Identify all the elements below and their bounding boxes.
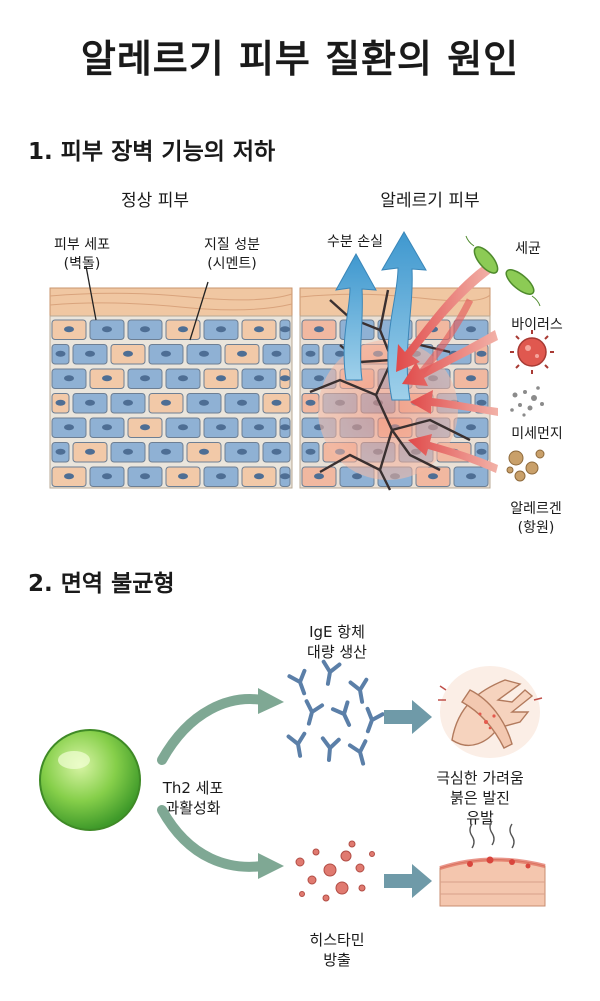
- ige-antibodies: [289, 662, 383, 766]
- cell-nucleus: [254, 473, 264, 479]
- cell-nucleus: [178, 326, 188, 332]
- arrow-to-itch: [384, 700, 432, 734]
- cell-nucleus: [280, 375, 290, 381]
- allergic-skin-illustration: [300, 232, 498, 490]
- cell-nucleus: [178, 375, 188, 381]
- curved-arrow-histamine: [162, 810, 262, 867]
- cell-nucleus: [140, 424, 150, 430]
- cell-nucleus: [237, 449, 247, 455]
- normal-skin-bricks: [52, 320, 290, 487]
- cell-nucleus: [272, 400, 282, 406]
- cell-nucleus: [161, 449, 171, 455]
- cell-nucleus: [466, 424, 476, 430]
- cell-nucleus: [199, 351, 209, 357]
- cell-nucleus: [85, 449, 95, 455]
- cell-nucleus: [280, 326, 290, 332]
- cell-nucleus: [161, 351, 171, 357]
- cell-nucleus: [254, 375, 264, 381]
- rash-skin-icon: [440, 821, 545, 906]
- cell-nucleus: [272, 449, 282, 455]
- cell-nucleus: [102, 473, 112, 479]
- cell-nucleus: [306, 351, 316, 357]
- cell-nucleus: [64, 375, 74, 381]
- cell-nucleus: [237, 351, 247, 357]
- cell-nucleus: [335, 351, 345, 357]
- cell-nucleus: [314, 473, 324, 479]
- cell-nucleus: [477, 449, 487, 455]
- th2-cell-icon: [40, 730, 140, 830]
- cell-nucleus: [280, 473, 290, 479]
- scratching-hands-icon: [438, 666, 542, 758]
- cell-nucleus: [64, 473, 74, 479]
- cell-nucleus: [477, 351, 487, 357]
- cell-nucleus: [272, 351, 282, 357]
- histamine-icon: [296, 841, 375, 901]
- cell-nucleus: [466, 326, 476, 332]
- cell-nucleus: [466, 375, 476, 381]
- cell-nucleus: [56, 351, 66, 357]
- cell-nucleus: [140, 375, 150, 381]
- antibody-icon: [351, 680, 370, 703]
- cell-nucleus: [140, 473, 150, 479]
- cell-nucleus: [466, 473, 476, 479]
- antibody-icon: [320, 662, 339, 685]
- cell-nucleus: [306, 400, 316, 406]
- cell-nucleus: [237, 400, 247, 406]
- antibody-icon: [333, 702, 356, 728]
- arrow-to-rash: [384, 864, 432, 898]
- dust-icon: [510, 386, 544, 416]
- cell-nucleus: [477, 400, 487, 406]
- cell-nucleus: [140, 326, 150, 332]
- antibody-icon: [289, 734, 308, 757]
- antibody-icon: [321, 738, 339, 760]
- cell-nucleus: [123, 351, 133, 357]
- cell-nucleus: [102, 375, 112, 381]
- cell-nucleus: [199, 449, 209, 455]
- curved-arrowhead-ige: [258, 688, 284, 714]
- cell-nucleus: [216, 424, 226, 430]
- cell-nucleus: [56, 449, 66, 455]
- antibody-icon: [350, 741, 371, 765]
- virus-icon: [510, 330, 554, 374]
- cell-nucleus: [85, 400, 95, 406]
- cell-nucleus: [64, 424, 74, 430]
- cell-nucleus: [306, 449, 316, 455]
- cell-nucleus: [254, 424, 264, 430]
- cell-nucleus: [314, 375, 324, 381]
- antibody-icon: [360, 709, 382, 734]
- cell-nucleus: [123, 400, 133, 406]
- cell-nucleus: [280, 424, 290, 430]
- cell-nucleus: [56, 400, 66, 406]
- antibody-icon: [301, 701, 322, 725]
- cell-nucleus: [216, 375, 226, 381]
- cell-nucleus: [178, 473, 188, 479]
- cell-nucleus: [123, 449, 133, 455]
- normal-skin-illustration: [50, 266, 292, 488]
- cell-nucleus: [102, 326, 112, 332]
- cell-nucleus: [199, 400, 209, 406]
- curved-arrowhead-histamine: [258, 853, 284, 879]
- allergen-icon: [507, 450, 544, 481]
- cell-nucleus: [102, 424, 112, 430]
- cell-nucleus: [85, 351, 95, 357]
- cell-nucleus: [254, 326, 264, 332]
- curved-arrow-ige: [162, 699, 262, 760]
- cell-nucleus: [178, 424, 188, 430]
- cell-nucleus: [64, 326, 74, 332]
- cell-nucleus: [314, 326, 324, 332]
- cell-nucleus: [161, 400, 171, 406]
- cell-nucleus: [216, 473, 226, 479]
- cell-nucleus: [428, 473, 438, 479]
- antibody-icon: [289, 671, 311, 696]
- cell-nucleus: [216, 326, 226, 332]
